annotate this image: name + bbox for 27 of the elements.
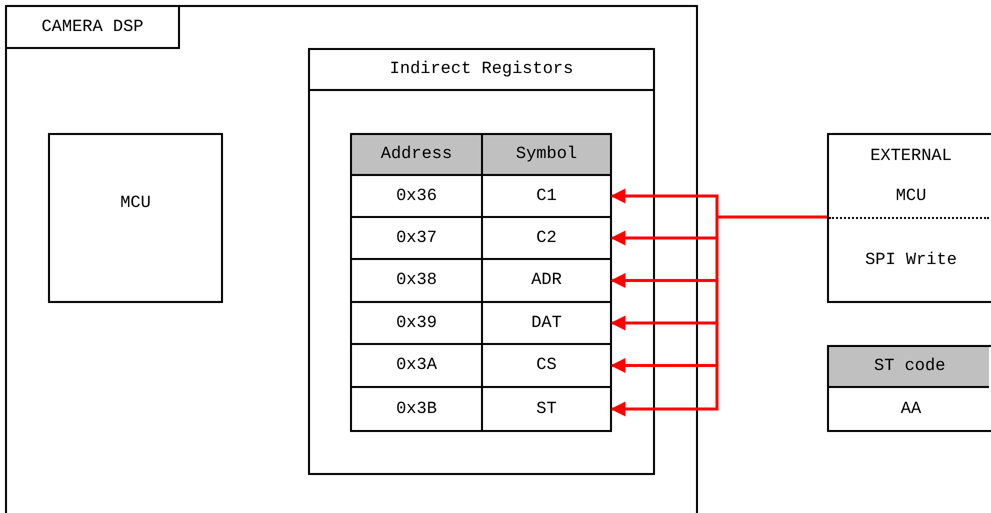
column-header: Address — [380, 144, 454, 166]
box-label: MCU — [119, 192, 152, 214]
table-cell-text: 0x3B — [395, 398, 438, 420]
table-row — [350, 343, 612, 388]
table-cell: ST — [481, 388, 610, 430]
process-box — [48, 133, 223, 303]
table-cell-text: 0x39 — [395, 312, 438, 334]
table-cell-text: 0x38 — [395, 270, 438, 292]
table-row — [350, 174, 612, 218]
table-row — [350, 216, 612, 260]
table-cell-text: 0x36 — [395, 186, 438, 208]
external-device-box — [827, 133, 991, 303]
table-cell-text: 0x37 — [395, 228, 438, 250]
arrow — [610, 216, 827, 416]
register-block — [308, 48, 655, 475]
table-row — [350, 386, 612, 432]
table-row — [350, 301, 612, 345]
table-cell-text: 0x3A — [395, 355, 438, 377]
table-cell-text: AA — [900, 399, 922, 421]
device-frame — [5, 5, 698, 513]
operation-label: SPI Write — [864, 250, 958, 272]
device-title: CAMERA DSP — [5, 5, 180, 49]
column-header: ST code — [829, 347, 989, 388]
device-name: EXTERNAL MCU — [869, 146, 953, 208]
table-header-row — [350, 133, 612, 176]
code-table — [827, 345, 991, 432]
table-row — [350, 258, 612, 303]
